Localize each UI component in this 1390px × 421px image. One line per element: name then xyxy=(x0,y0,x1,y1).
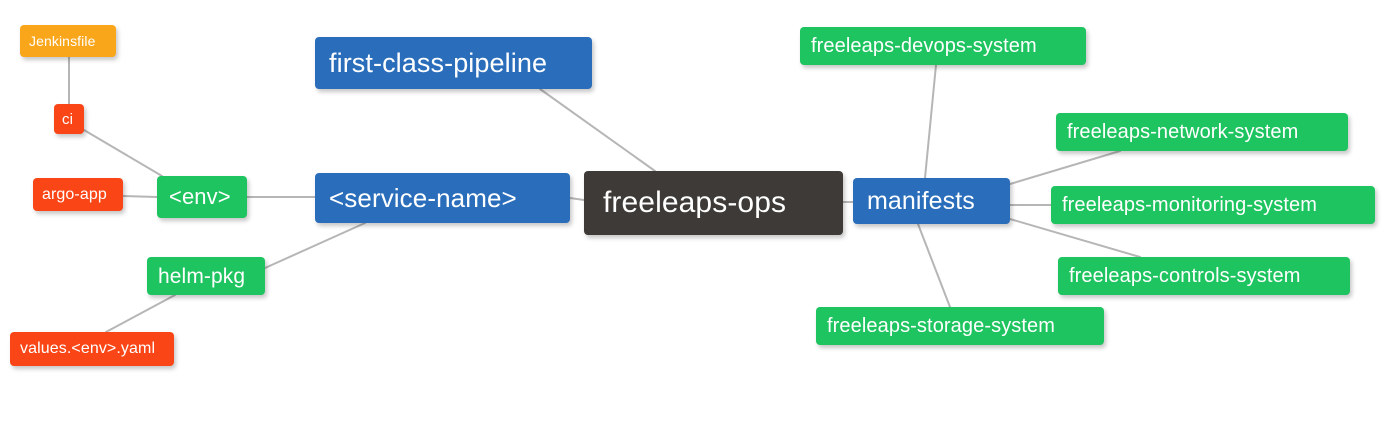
node-helm-pkg[interactable]: helm-pkg xyxy=(147,257,265,295)
node-label-freeleaps-monitoring-system: freeleaps-monitoring-system xyxy=(1062,194,1318,216)
node-label-manifests: manifests xyxy=(867,186,975,215)
node-jenkinsfile[interactable]: Jenkinsfile xyxy=(20,25,116,57)
node-manifests[interactable]: manifests xyxy=(853,178,1010,224)
edge-service-name-to-helm-pkg xyxy=(264,222,366,269)
edge-first-class-pipeline-to-freeleaps-ops xyxy=(539,88,656,172)
node-label-first-class-pipeline: first-class-pipeline xyxy=(329,47,548,78)
node-label-freeleaps-controls-system: freeleaps-controls-system xyxy=(1069,265,1301,287)
node-freeleaps-storage-system[interactable]: freeleaps-storage-system xyxy=(816,307,1104,345)
node-label-freeleaps-ops: freeleaps-ops xyxy=(603,186,787,219)
node-label-freeleaps-storage-system: freeleaps-storage-system xyxy=(827,315,1056,337)
node-freeleaps-network-system[interactable]: freeleaps-network-system xyxy=(1056,113,1348,151)
node-freeleaps-controls-system[interactable]: freeleaps-controls-system xyxy=(1058,257,1350,295)
node-label-service-name: <service-name> xyxy=(329,183,517,213)
node-label-helm-pkg: helm-pkg xyxy=(158,264,246,288)
node-label-jenkinsfile: Jenkinsfile xyxy=(29,33,96,49)
node-label-argo-app: argo-app xyxy=(42,185,107,203)
node-label-values-env-yaml: values.<env>.yaml xyxy=(20,340,156,357)
edge-manifests-to-freeleaps-controls-system xyxy=(1009,218,1141,258)
node-label-ci: ci xyxy=(62,110,74,128)
node-freeleaps-devops-system[interactable]: freeleaps-devops-system xyxy=(800,27,1086,65)
edge-manifests-to-freeleaps-devops-system xyxy=(924,64,937,179)
node-label-freeleaps-devops-system: freeleaps-devops-system xyxy=(811,35,1037,57)
node-label-freeleaps-network-system: freeleaps-network-system xyxy=(1067,121,1299,143)
edge-argo-app-to-env xyxy=(122,195,158,198)
edge-ci-to-env xyxy=(83,129,163,177)
node-service-name[interactable]: <service-name> xyxy=(315,173,570,223)
edge-helm-pkg-to-values-env-yaml xyxy=(105,294,176,333)
node-values-env-yaml[interactable]: values.<env>.yaml xyxy=(10,332,174,366)
node-first-class-pipeline[interactable]: first-class-pipeline xyxy=(315,37,592,89)
node-freeleaps-monitoring-system[interactable]: freeleaps-monitoring-system xyxy=(1051,186,1375,224)
node-label-env: <env> xyxy=(169,184,231,209)
edge-service-name-to-freeleaps-ops xyxy=(569,197,585,201)
node-freeleaps-ops[interactable]: freeleaps-ops xyxy=(584,171,843,235)
edge-manifests-to-freeleaps-network-system xyxy=(1009,150,1121,185)
node-ci[interactable]: ci xyxy=(54,104,84,134)
edge-manifests-to-freeleaps-storage-system xyxy=(917,223,951,308)
node-argo-app[interactable]: argo-app xyxy=(33,178,123,211)
node-env[interactable]: <env> xyxy=(157,176,247,218)
